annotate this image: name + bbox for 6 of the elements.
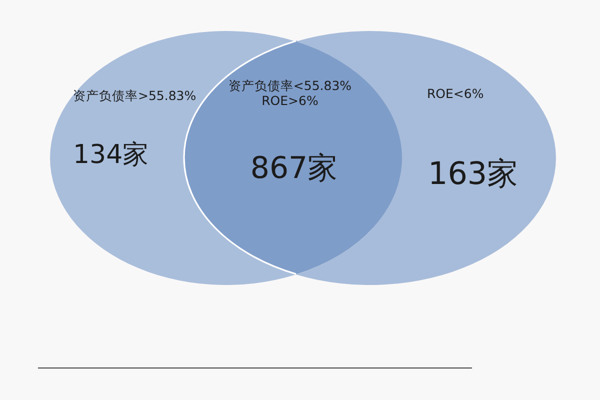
count-label: 867家 <box>249 150 339 187</box>
region-label: ROE<6% <box>426 86 484 101</box>
count-label: 163家 <box>428 156 518 194</box>
count-label: 134家 <box>73 140 149 172</box>
region-label: 资产负债率<55.83% ROE>6% <box>227 78 353 108</box>
region-label: 资产负债率>55.83% <box>73 88 196 103</box>
